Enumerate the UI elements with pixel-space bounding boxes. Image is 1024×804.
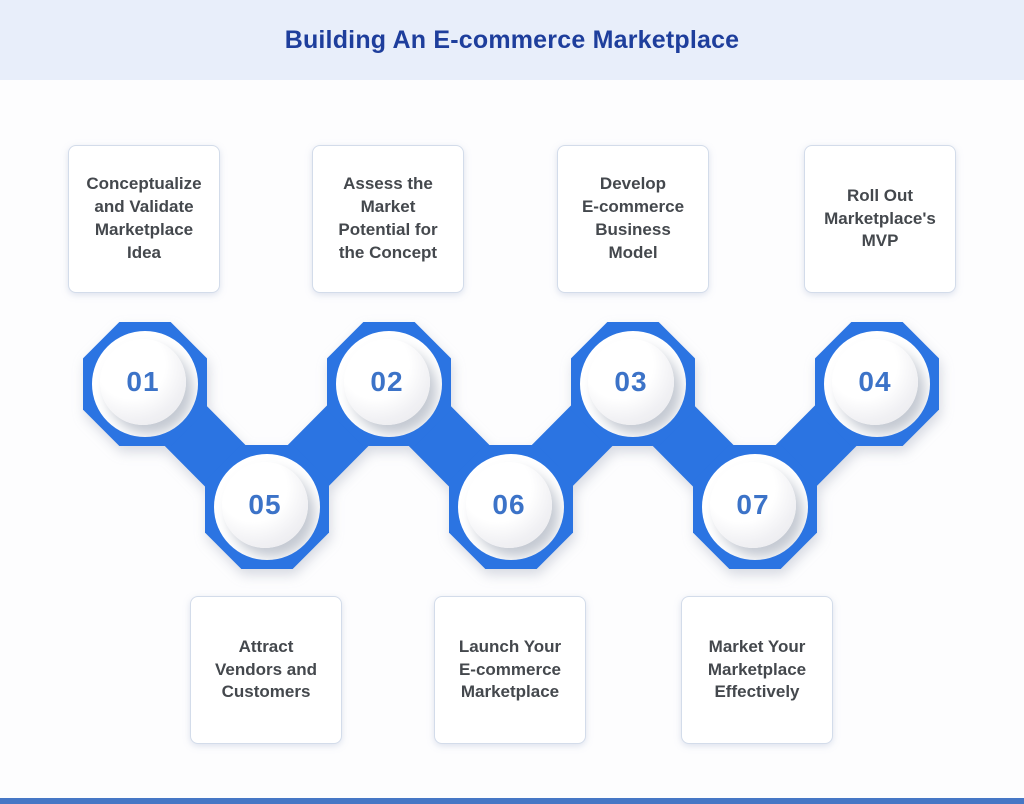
step-label: Assess the Market Potential for the Conc… (338, 174, 438, 262)
step-number: 03 (614, 366, 648, 397)
step-node-03: 03 (571, 322, 695, 446)
step-node-disc: 04 (824, 331, 930, 437)
step-node-disc: 03 (580, 331, 686, 437)
header-band: Building An E-commerce Marketplace (0, 0, 1024, 80)
step-node-02: 02 (327, 322, 451, 446)
step-number: 06 (492, 489, 526, 520)
step-number-badge: 01 (100, 339, 186, 425)
step-node-disc: 07 (702, 454, 808, 560)
step-number: 04 (858, 366, 892, 397)
page-title: Building An E-commerce Marketplace (284, 25, 740, 54)
step-number: 01 (126, 366, 160, 397)
step-number-badge: 06 (466, 462, 552, 548)
step-number: 02 (370, 366, 404, 397)
step-node-disc: 05 (214, 454, 320, 560)
step-node-01: 01 (83, 322, 207, 446)
step-label: Conceptualize and Validate Marketplace I… (86, 174, 202, 262)
step-number-badge: 05 (222, 462, 308, 548)
step-box-05: Attract Vendors and Customers (190, 596, 342, 744)
step-number-badge: 03 (588, 339, 674, 425)
step-box-01: Conceptualize and Validate Marketplace I… (68, 145, 220, 293)
step-node-07: 07 (693, 445, 817, 569)
step-box-03: Develop E-commerce Business Model (557, 145, 709, 293)
step-label: Develop E-commerce Business Model (581, 174, 685, 262)
step-node-06: 06 (449, 445, 573, 569)
step-number-badge: 04 (832, 339, 918, 425)
step-number: 07 (736, 489, 770, 520)
step-label: Roll Out Marketplace's MVP (824, 185, 936, 251)
step-box-07: Market Your Marketplace Effectively (681, 596, 833, 744)
step-number-badge: 02 (344, 339, 430, 425)
step-label: Launch Your E-commerce Marketplace (458, 636, 562, 702)
footer-bar (0, 798, 1024, 804)
step-node-05: 05 (205, 445, 329, 569)
step-box-04: Roll Out Marketplace's MVP (804, 145, 956, 293)
step-box-02: Assess the Market Potential for the Conc… (312, 145, 464, 293)
step-number: 05 (248, 489, 282, 520)
step-node-04: 04 (815, 322, 939, 446)
step-node-disc: 02 (336, 331, 442, 437)
step-number-badge: 07 (710, 462, 796, 548)
step-label: Attract Vendors and Customers (214, 636, 318, 702)
step-node-disc: 06 (458, 454, 564, 560)
step-label: Market Your Marketplace Effectively (707, 636, 807, 702)
step-node-disc: 01 (92, 331, 198, 437)
step-box-06: Launch Your E-commerce Marketplace (434, 596, 586, 744)
